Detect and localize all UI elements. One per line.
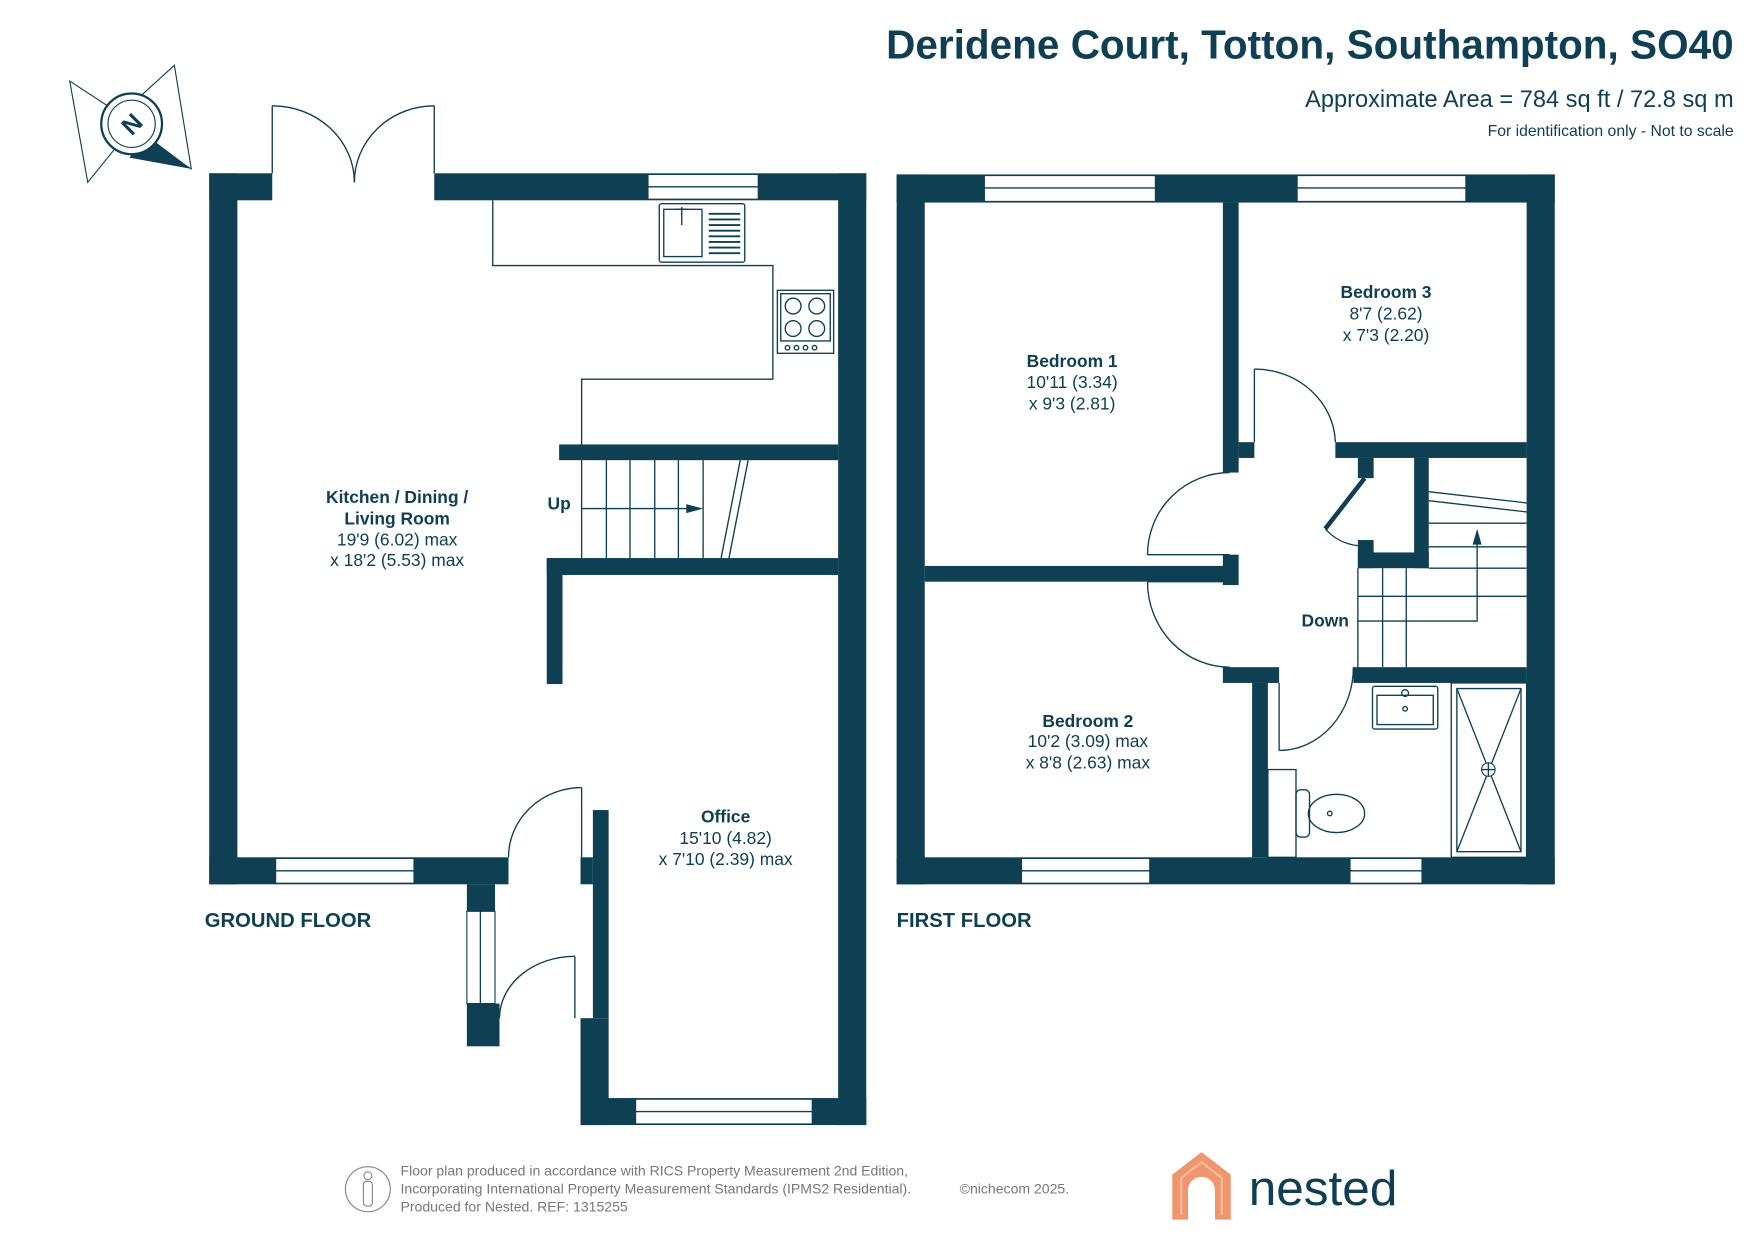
room-dimension: x 18'2 (5.53) max [330,550,464,570]
basin-icon [1371,685,1439,730]
ground-floor-plan: Up Kitchen / Dining / Living Room 19'9 (… [205,105,867,1126]
footer-line-1: Floor plan produced in accordance with R… [401,1163,909,1179]
french-doors [271,105,435,183]
logo-text: nested [1249,1161,1398,1216]
stairs-down-label: Down [1302,611,1349,631]
room-dimension: 10'11 (3.34) [1027,372,1118,392]
footer-line-2: Incorporating International Property Mea… [401,1181,912,1197]
area-text: Approximate Area = 784 sq ft / 72.8 sq m [1305,87,1734,113]
room-dimension: x 7'10 (2.39) max [659,849,793,869]
page-title: Deridene Court, Totton, Southampton, SO4… [886,22,1734,68]
stairs-icon [1357,491,1527,668]
first-floor-plan: Down Bedroom 1 10'11 (3.34) x 9'3 (2.81)… [896,174,1555,932]
door-swing [507,786,582,858]
person-icon [344,1166,391,1213]
door-swing [1254,368,1337,443]
footer: Floor plan produced in accordance with R… [344,1152,1397,1220]
room-kitchen-dining-living: Kitchen / Dining / Living Room 19'9 (6.0… [326,487,468,570]
room-dimension: 15'10 (4.82) [679,828,771,848]
shower-icon [1450,682,1528,858]
stairs-up-label: Up [548,494,571,514]
hob-icon [776,289,835,354]
compass-icon: N [68,64,193,184]
room-name: Bedroom 3 [1341,282,1432,302]
footer-copyright: ©nichecom 2025. [960,1181,1070,1197]
room-dimension: x 9'3 (2.81) [1029,394,1116,414]
toilet-icon [1267,768,1366,858]
room-bedroom-3: Bedroom 3 8'7 (2.62) x 7'3 (2.20) [1341,282,1432,345]
door-swing [498,955,575,1019]
room-dimension: 8'7 (2.62) [1349,304,1422,324]
room-name: Kitchen / Dining / [326,487,468,507]
sink-icon [658,203,746,263]
footer-line-3: Produced for Nested. REF: 1315255 [401,1199,628,1215]
room-dimension: x 7'3 (2.20) [1343,325,1430,345]
room-name: Bedroom 2 [1042,711,1133,731]
room-bedroom-2: Bedroom 2 10'2 (3.09) max x 8'8 (2.63) m… [1026,711,1151,773]
first-floor-label: FIRST FLOOR [897,910,1032,932]
room-office: Office 15'10 (4.82) x 7'10 (2.39) max [659,806,793,869]
room-bedroom-1: Bedroom 1 10'11 (3.34) x 9'3 (2.81) [1027,351,1118,414]
nested-logo: nested [1172,1152,1397,1220]
room-dimension: 19'9 (6.02) max [337,530,458,550]
room-dimension: x 8'8 (2.63) max [1026,752,1151,772]
door-swing [1146,581,1230,668]
room-dimension: 10'2 (3.09) max [1028,731,1149,751]
room-name: Office [701,806,751,826]
room-name: Bedroom 1 [1027,351,1118,371]
ground-floor-label: GROUND FLOOR [205,910,372,932]
disclaimer-text: For identification only - Not to scale [1488,123,1734,140]
door-swing [1146,471,1230,555]
room-name: Living Room [344,508,450,528]
door-swing [1279,667,1355,752]
stairs-icon [580,460,749,559]
